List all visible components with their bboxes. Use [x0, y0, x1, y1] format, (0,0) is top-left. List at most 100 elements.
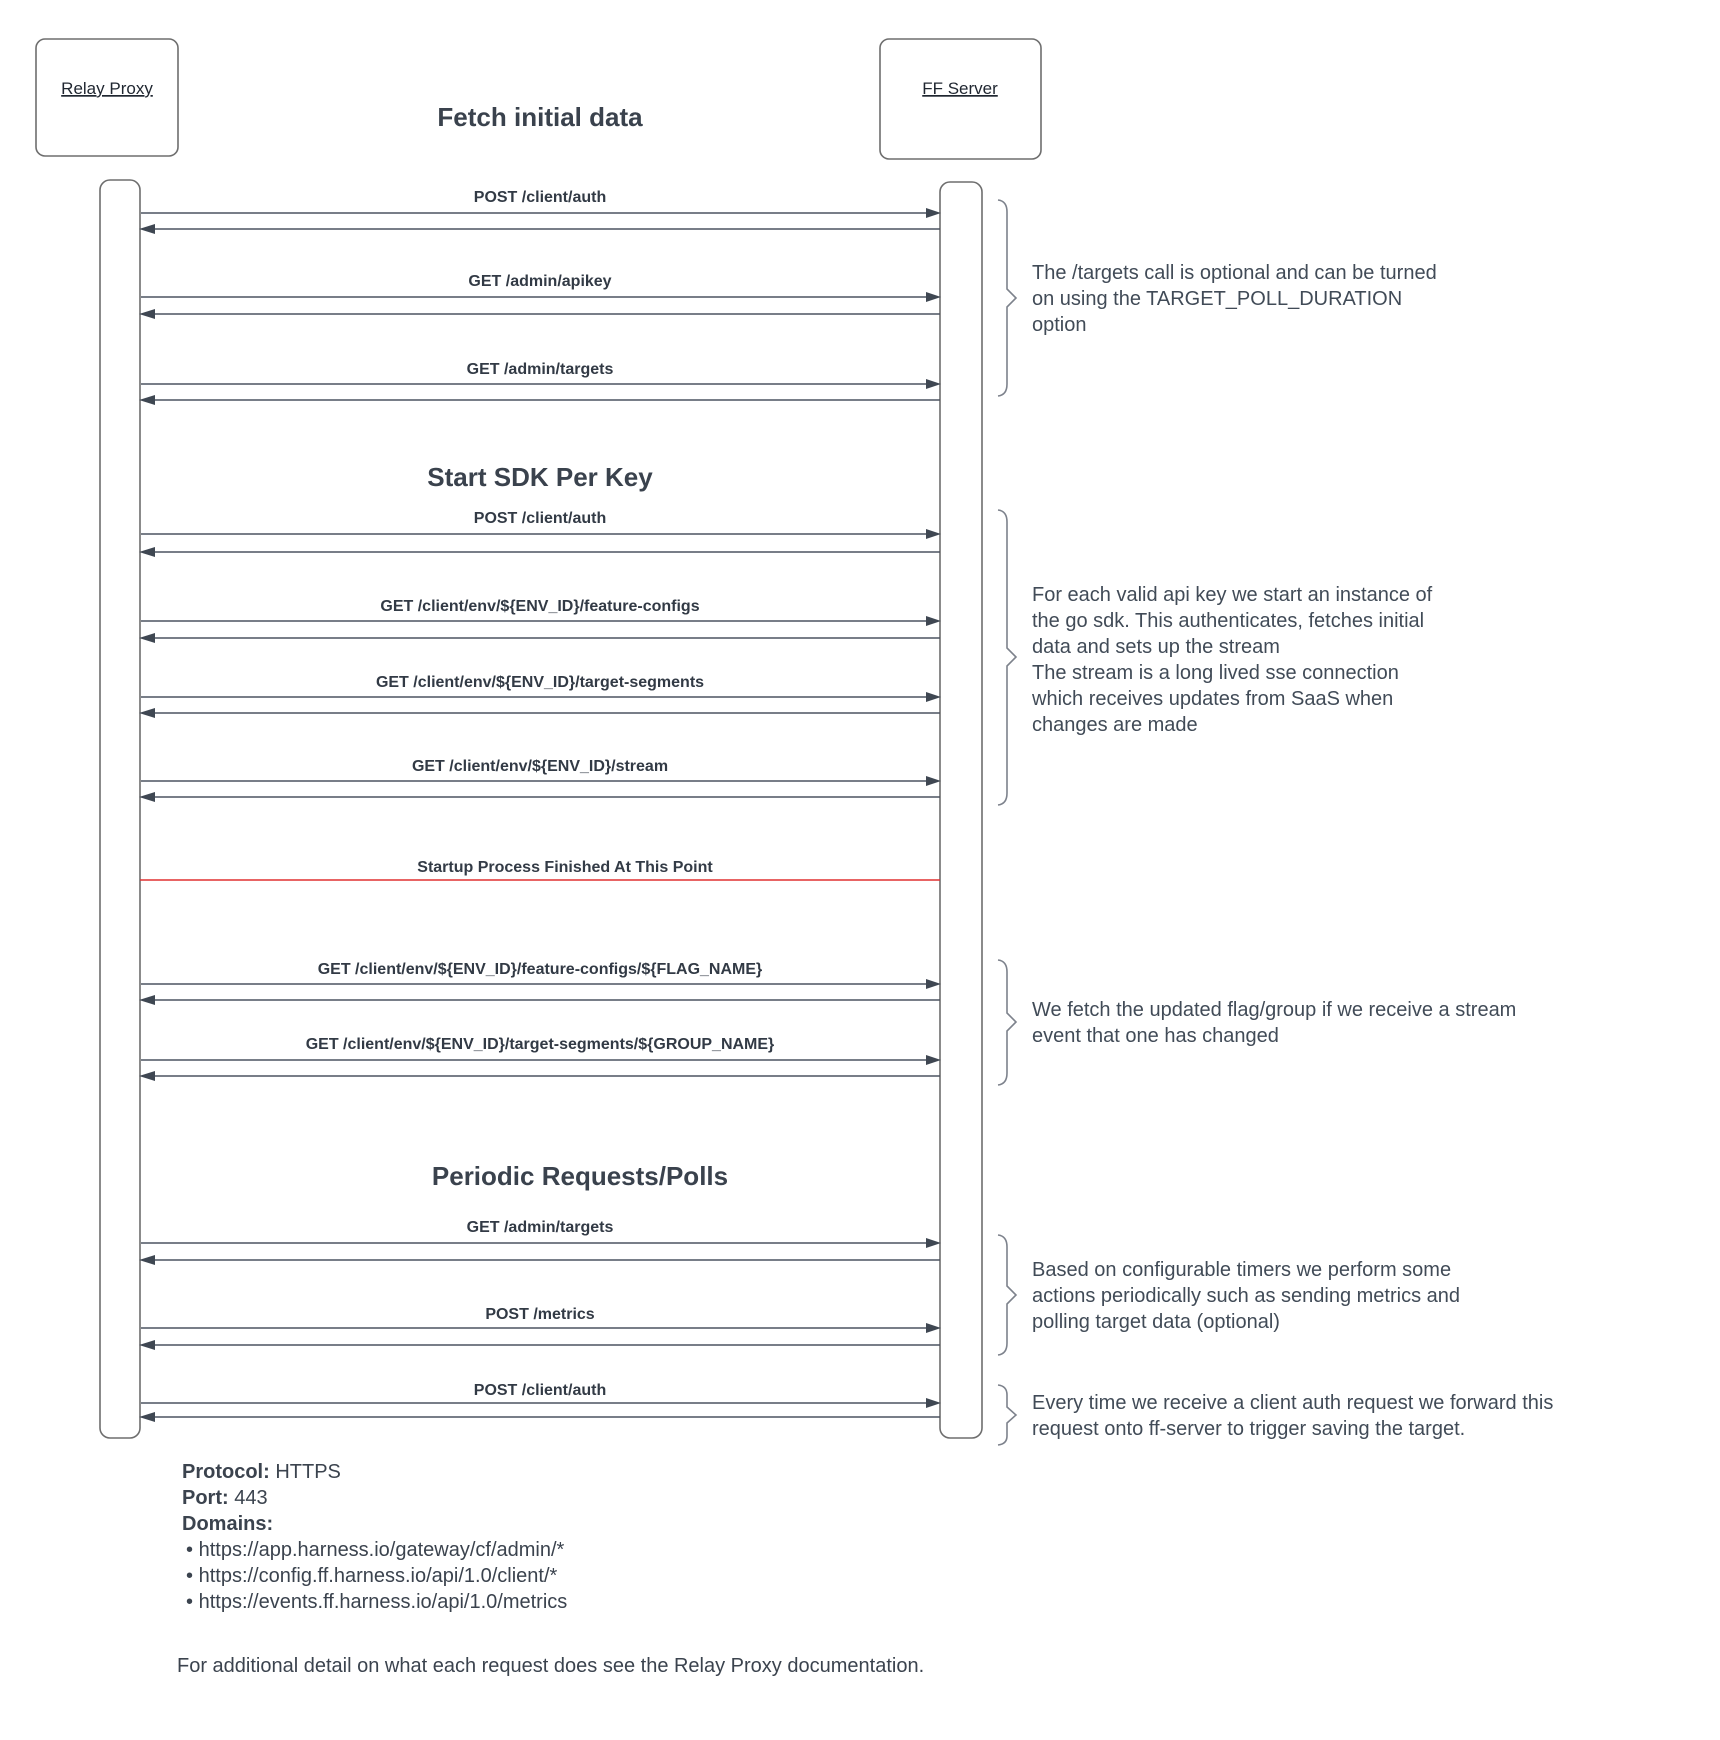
message-row: GET /client/env/${ENV_ID}/feature-config… [139, 961, 941, 1005]
message-row: POST /client/auth [139, 189, 941, 234]
annotation-brace [997, 1234, 1018, 1356]
annotation-line: event that one has changed [1032, 1025, 1279, 1047]
milestone: Startup Process Finished At This Point [140, 859, 940, 881]
section-title-periodic-requests: Periodic Requests/Polls [432, 1161, 728, 1191]
arrowhead-left-icon [139, 1071, 155, 1081]
message-row: GET /admin/targets [139, 1219, 941, 1265]
message-row: GET /client/env/${ENV_ID}/target-segment… [139, 674, 941, 718]
section-title-start-sdk-per-key: Start SDK Per Key [427, 462, 653, 492]
annotation-line: We fetch the updated flag/group if we re… [1032, 999, 1516, 1021]
message-label: POST /client/auth [474, 510, 606, 527]
annotation: Based on configurable timers we perform … [997, 1234, 1460, 1356]
message-row: POST /client/auth [139, 510, 941, 557]
annotation-brace [997, 959, 1018, 1086]
domain-list: • https://app.harness.io/gateway/cf/admi… [182, 1537, 567, 1615]
documentation-note: For additional detail on what each reque… [177, 1655, 925, 1677]
annotation-line: For each valid api key we start an insta… [1032, 584, 1433, 606]
domain-url: https://events.ff.harness.io/api/1.0/met… [198, 1591, 568, 1613]
arrowhead-right-icon [926, 1055, 941, 1065]
annotation: The /targets call is optional and can be… [997, 199, 1437, 397]
protocol-row: Protocol: HTTPS [182, 1459, 567, 1485]
message-label: POST /client/auth [474, 189, 606, 206]
message-row: POST /client/auth [139, 1382, 941, 1422]
message-row: GET /client/env/${ENV_ID}/feature-config… [139, 598, 941, 643]
arrowhead-left-icon [139, 224, 155, 234]
annotation-line: on using the TARGET_POLL_DURATION [1032, 288, 1402, 310]
annotation-line: Based on configurable timers we perform … [1032, 1259, 1451, 1281]
arrowhead-left-icon [139, 1255, 155, 1265]
bullet: • [186, 1539, 194, 1561]
relay-proxy-actor-label: Relay Proxy [61, 79, 153, 98]
message-label: GET /admin/apikey [468, 273, 611, 290]
sequence-diagram: Relay Proxy FF Server Fetch initial data… [35, 38, 1553, 1446]
bullet: • [186, 1565, 194, 1587]
milestone-label: Startup Process Finished At This Point [417, 859, 713, 876]
message-row: GET /client/env/${ENV_ID}/stream [139, 758, 941, 802]
domain-url: https://app.harness.io/gateway/cf/admin/… [198, 1539, 565, 1561]
arrowhead-right-icon [926, 208, 941, 218]
bullet: • [186, 1591, 194, 1613]
relay-proxy-lifeline [99, 179, 141, 1439]
annotation-line: data and sets up the stream [1032, 636, 1280, 658]
annotation-line: The /targets call is optional and can be… [1032, 262, 1437, 284]
message-label: GET /client/env/${ENV_ID}/feature-config… [380, 598, 699, 615]
arrowhead-left-icon [139, 1340, 155, 1350]
annotation: We fetch the updated flag/group if we re… [997, 959, 1516, 1086]
message-row: POST /metrics [139, 1306, 941, 1350]
arrowhead-left-icon [139, 792, 155, 802]
arrowhead-right-icon [926, 1238, 941, 1248]
arrowhead-right-icon [926, 776, 941, 786]
message-label: GET /admin/targets [467, 1219, 614, 1236]
ff-server-actor-label: FF Server [922, 79, 998, 98]
domain-item: • https://config.ff.harness.io/api/1.0/c… [182, 1563, 567, 1589]
message-label: GET /admin/targets [467, 361, 614, 378]
annotation-line: actions periodically such as sending met… [1032, 1285, 1460, 1307]
arrowhead-right-icon [926, 379, 941, 389]
annotation-brace [997, 1384, 1018, 1446]
domain-item: • https://app.harness.io/gateway/cf/admi… [182, 1537, 567, 1563]
arrowhead-right-icon [926, 616, 941, 626]
port-label: Port: [182, 1487, 229, 1509]
annotation-line: The stream is a long lived sse connectio… [1032, 662, 1399, 684]
section-title-fetch-initial-data: Fetch initial data [437, 102, 643, 132]
port-row: Port: 443 [182, 1485, 567, 1511]
domains-label: Domains: [182, 1513, 274, 1535]
message-row: GET /admin/targets [139, 361, 941, 405]
arrowhead-left-icon [139, 547, 155, 557]
message-label: GET /client/env/${ENV_ID}/target-segment… [306, 1036, 775, 1053]
annotation-brace [997, 199, 1018, 397]
message-label: GET /client/env/${ENV_ID}/feature-config… [318, 961, 763, 978]
annotation-line: the go sdk. This authenticates, fetches … [1032, 610, 1424, 632]
ff-server-actor-box [879, 38, 1042, 160]
domain-url: https://config.ff.harness.io/api/1.0/cli… [198, 1565, 558, 1587]
arrowhead-left-icon [139, 633, 155, 643]
protocol-label: Protocol: [182, 1461, 270, 1483]
message-label: POST /client/auth [474, 1382, 606, 1399]
arrowhead-left-icon [139, 395, 155, 405]
annotation-line: Every time we receive a client auth requ… [1032, 1392, 1553, 1414]
arrowhead-right-icon [926, 979, 941, 989]
connection-details: Protocol: HTTPS Port: 443 Domains: • htt… [182, 1459, 567, 1615]
ff-server-lifeline [939, 181, 983, 1439]
arrowhead-left-icon [139, 309, 155, 319]
message-row: GET /admin/apikey [139, 273, 941, 319]
arrowhead-right-icon [926, 1398, 941, 1408]
annotation-line: polling target data (optional) [1032, 1311, 1280, 1333]
arrowhead-right-icon [926, 529, 941, 539]
annotation-line: option [1032, 314, 1087, 336]
arrowhead-left-icon [139, 708, 155, 718]
protocol-value: HTTPS [275, 1461, 341, 1483]
message-row: GET /client/env/${ENV_ID}/target-segment… [139, 1036, 941, 1081]
message-label: POST /metrics [485, 1306, 594, 1323]
annotation-line: which receives updates from SaaS when [1031, 688, 1393, 710]
message-label: GET /client/env/${ENV_ID}/stream [412, 758, 668, 775]
arrowhead-right-icon [926, 292, 941, 302]
annotation: Every time we receive a client auth requ… [997, 1384, 1553, 1446]
port-value: 443 [234, 1487, 268, 1509]
annotation-line: request onto ff-server to trigger saving… [1032, 1418, 1465, 1440]
domain-item: • https://events.ff.harness.io/api/1.0/m… [182, 1589, 567, 1615]
message-label: GET /client/env/${ENV_ID}/target-segment… [376, 674, 704, 691]
relay-proxy-actor-box [35, 38, 179, 157]
arrowhead-right-icon [926, 1323, 941, 1333]
